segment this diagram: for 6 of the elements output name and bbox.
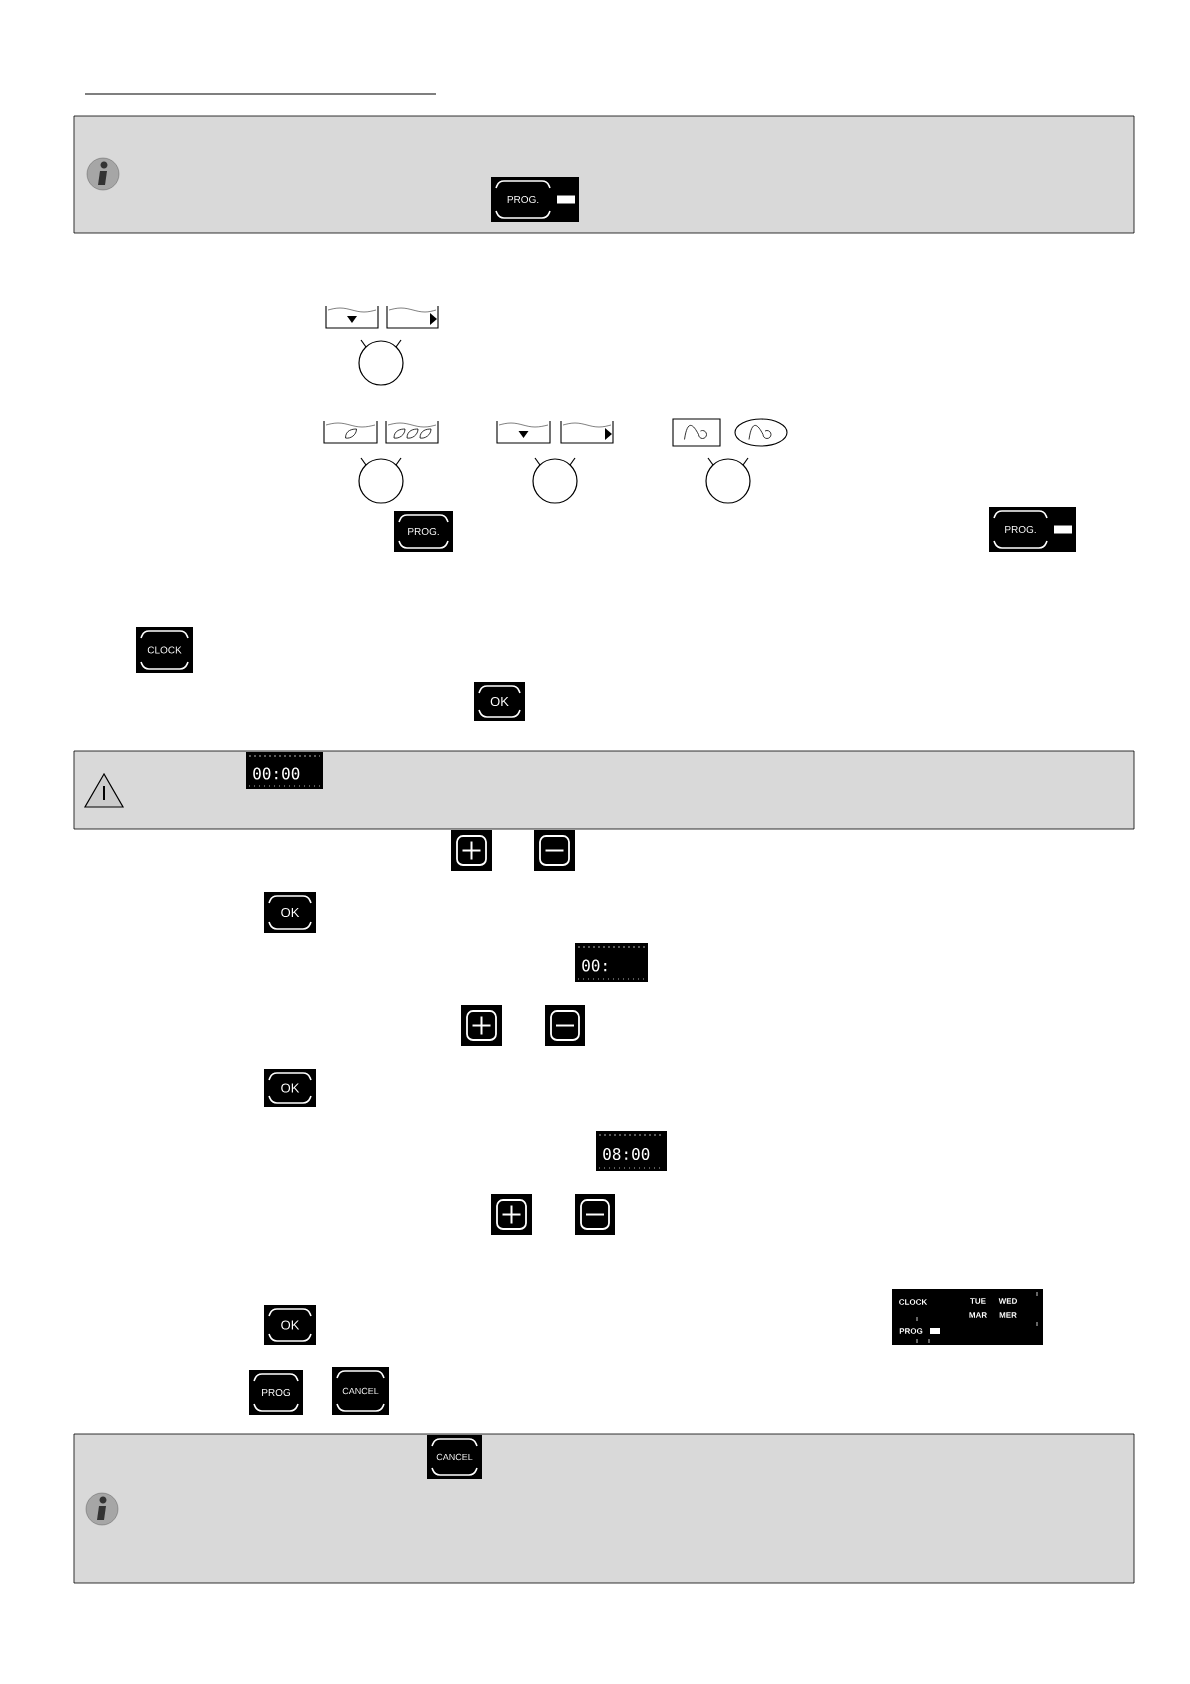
label: TUE [970,1298,986,1304]
label: PROG [899,1328,923,1334]
label: CLOCK [899,1299,928,1305]
label: MER [999,1312,1017,1318]
label: WED [998,1298,1017,1304]
label: MAR [969,1312,987,1318]
